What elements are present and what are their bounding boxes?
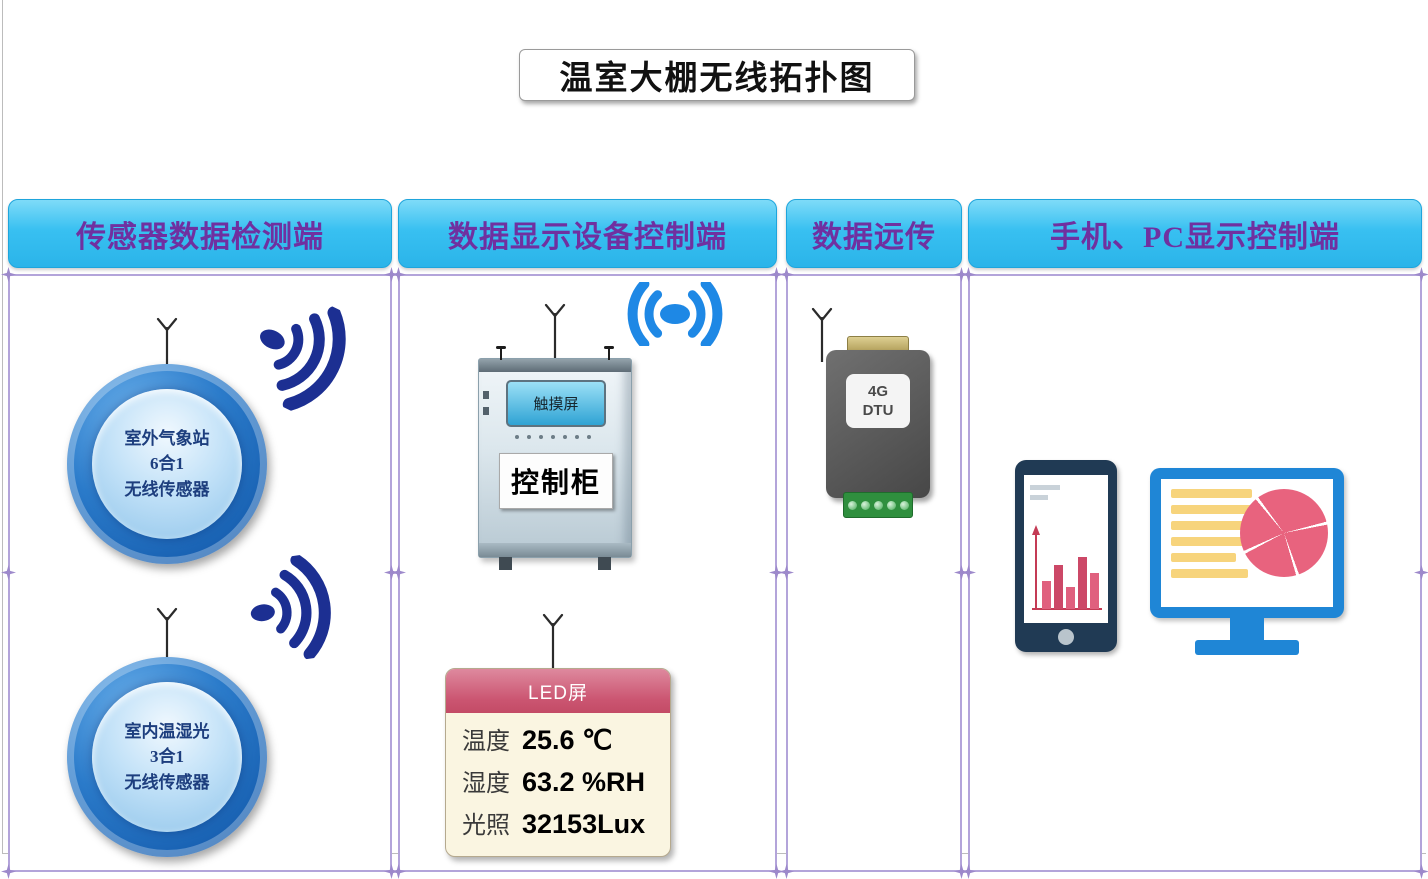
border-ornament	[1414, 565, 1428, 580]
border-ornament	[1414, 267, 1428, 282]
sensor-text-line: 室外气象站	[124, 428, 210, 448]
cabinet-bolt-icon	[495, 346, 507, 360]
cabinet-foot	[598, 557, 611, 570]
monitor-stand-base	[1195, 640, 1299, 655]
diagram-title: 温室大棚无线拓扑图	[519, 49, 915, 101]
cabinet-hinge	[483, 407, 489, 415]
led-panel-title: LED屏	[446, 669, 670, 713]
sensor-text-line: 室内温湿光	[124, 721, 210, 741]
sensor-text-line: 6合1	[150, 454, 184, 474]
touchscreen-label: 触摸屏	[533, 396, 579, 413]
led-panel-readings: 温度 25.6 ℃ 湿度 63.2 %RH 光照 32153Lux	[446, 713, 670, 856]
border-ornament	[1, 565, 16, 580]
monitor-text-lines	[1171, 489, 1259, 585]
border-ornament	[1, 864, 16, 879]
monitor-screen	[1161, 479, 1333, 607]
dtu-label-line: 4G	[867, 382, 888, 400]
column-header-sensor-detection: 传感器数据检测端	[8, 199, 392, 268]
cabinet-name-plate: 控制柜	[499, 453, 613, 509]
border-ornament	[779, 864, 794, 879]
dtu-body: 4G DTU	[826, 350, 930, 498]
touchscreen: 触摸屏	[506, 380, 606, 427]
border-ornament	[961, 864, 976, 879]
canvas-edge-line	[2, 0, 3, 854]
border-ornament	[961, 565, 976, 580]
antenna-icon	[145, 606, 189, 667]
reading-value: 25.6 ℃	[522, 725, 613, 755]
antenna-icon	[800, 306, 844, 367]
smartphone-chart-icon	[1015, 460, 1117, 652]
border-ornament	[391, 864, 406, 879]
sensor-text-line: 无线传感器	[124, 772, 210, 792]
cabinet-top-strip	[479, 359, 631, 372]
dtu-4g-module: 4G DTU	[826, 336, 930, 520]
phone-screen	[1024, 475, 1108, 623]
monitor-stand-neck	[1230, 618, 1264, 642]
cabinet-bolt-icon	[603, 346, 615, 360]
border-ornament	[961, 267, 976, 282]
column-header-display-control: 数据显示设备控制端	[398, 199, 777, 268]
cabinet-base-strip	[479, 543, 631, 557]
reading-label: 光照	[462, 813, 510, 839]
indoor-thl-sensor-node: 室内温湿光 3合1 无线传感器	[67, 657, 267, 857]
monitor-frame	[1150, 468, 1344, 618]
border-ornament	[1414, 864, 1428, 879]
wireless-signal-icon	[239, 545, 383, 671]
indoor-thl-sensor-label: 室内温湿光 3合1 无线传感器	[92, 682, 242, 832]
cabinet-name-text: 控制柜	[510, 468, 601, 499]
wireless-broadcast-icon	[600, 279, 750, 351]
reading-label: 湿度	[462, 771, 510, 797]
led-display-panel: LED屏 温度 25.6 ℃ 湿度 63.2 %RH 光照 32153Lux	[445, 668, 671, 857]
dtu-terminal-block	[843, 492, 913, 518]
antenna-icon	[531, 612, 575, 673]
pc-monitor-chart-icon	[1150, 468, 1344, 658]
antenna-icon	[533, 302, 577, 363]
border-ornament	[779, 565, 794, 580]
control-cabinet: 触摸屏 控制柜	[478, 346, 632, 570]
led-reading-humidity: 湿度 63.2 %RH	[462, 762, 654, 804]
panel-sensor-detection: 室外气象站 6合1 无线传感器 室内温湿光 3合1 无线传感器	[1, 267, 399, 879]
dtu-label-line: DTU	[862, 402, 894, 419]
column-header-phone-pc: 手机、PC显示控制端	[968, 199, 1422, 268]
pie-chart-icon	[1240, 489, 1328, 577]
border-ornament	[779, 267, 794, 282]
column-header-remote-transmission: 数据远传	[786, 199, 962, 268]
dtu-label: 4G DTU	[846, 374, 910, 428]
outdoor-weather-sensor-node: 室外气象站 6合1 无线传感器	[67, 364, 267, 564]
cabinet-hinge	[483, 391, 489, 399]
reading-value: 63.2 %RH	[522, 767, 646, 797]
cabinet-foot	[499, 557, 512, 570]
panel-display-control: 触摸屏 控制柜 LED屏 温度 25.6 ℃	[391, 267, 784, 879]
outdoor-weather-sensor-label: 室外气象站 6合1 无线传感器	[92, 389, 242, 539]
led-reading-temperature: 温度 25.6 ℃	[462, 720, 654, 762]
border-ornament	[391, 565, 406, 580]
cabinet-vent-dots	[515, 435, 591, 439]
phone-home-button-icon	[1058, 629, 1074, 645]
sensor-text-line: 3合1	[150, 747, 184, 767]
wireless-signal-icon	[229, 281, 406, 448]
reading-label: 温度	[462, 729, 510, 755]
panel-phone-pc	[961, 267, 1428, 879]
reading-value: 32153Lux	[522, 809, 646, 839]
sensor-text-line: 无线传感器	[124, 479, 210, 499]
border-ornament	[1, 267, 16, 282]
phone-bar-chart	[1030, 485, 1102, 610]
diagram-title-text: 温室大棚无线拓扑图	[559, 61, 875, 97]
border-ornament	[391, 267, 406, 282]
panel-remote-transmission: 4G DTU	[779, 267, 969, 879]
led-reading-light: 光照 32153Lux	[462, 804, 654, 846]
